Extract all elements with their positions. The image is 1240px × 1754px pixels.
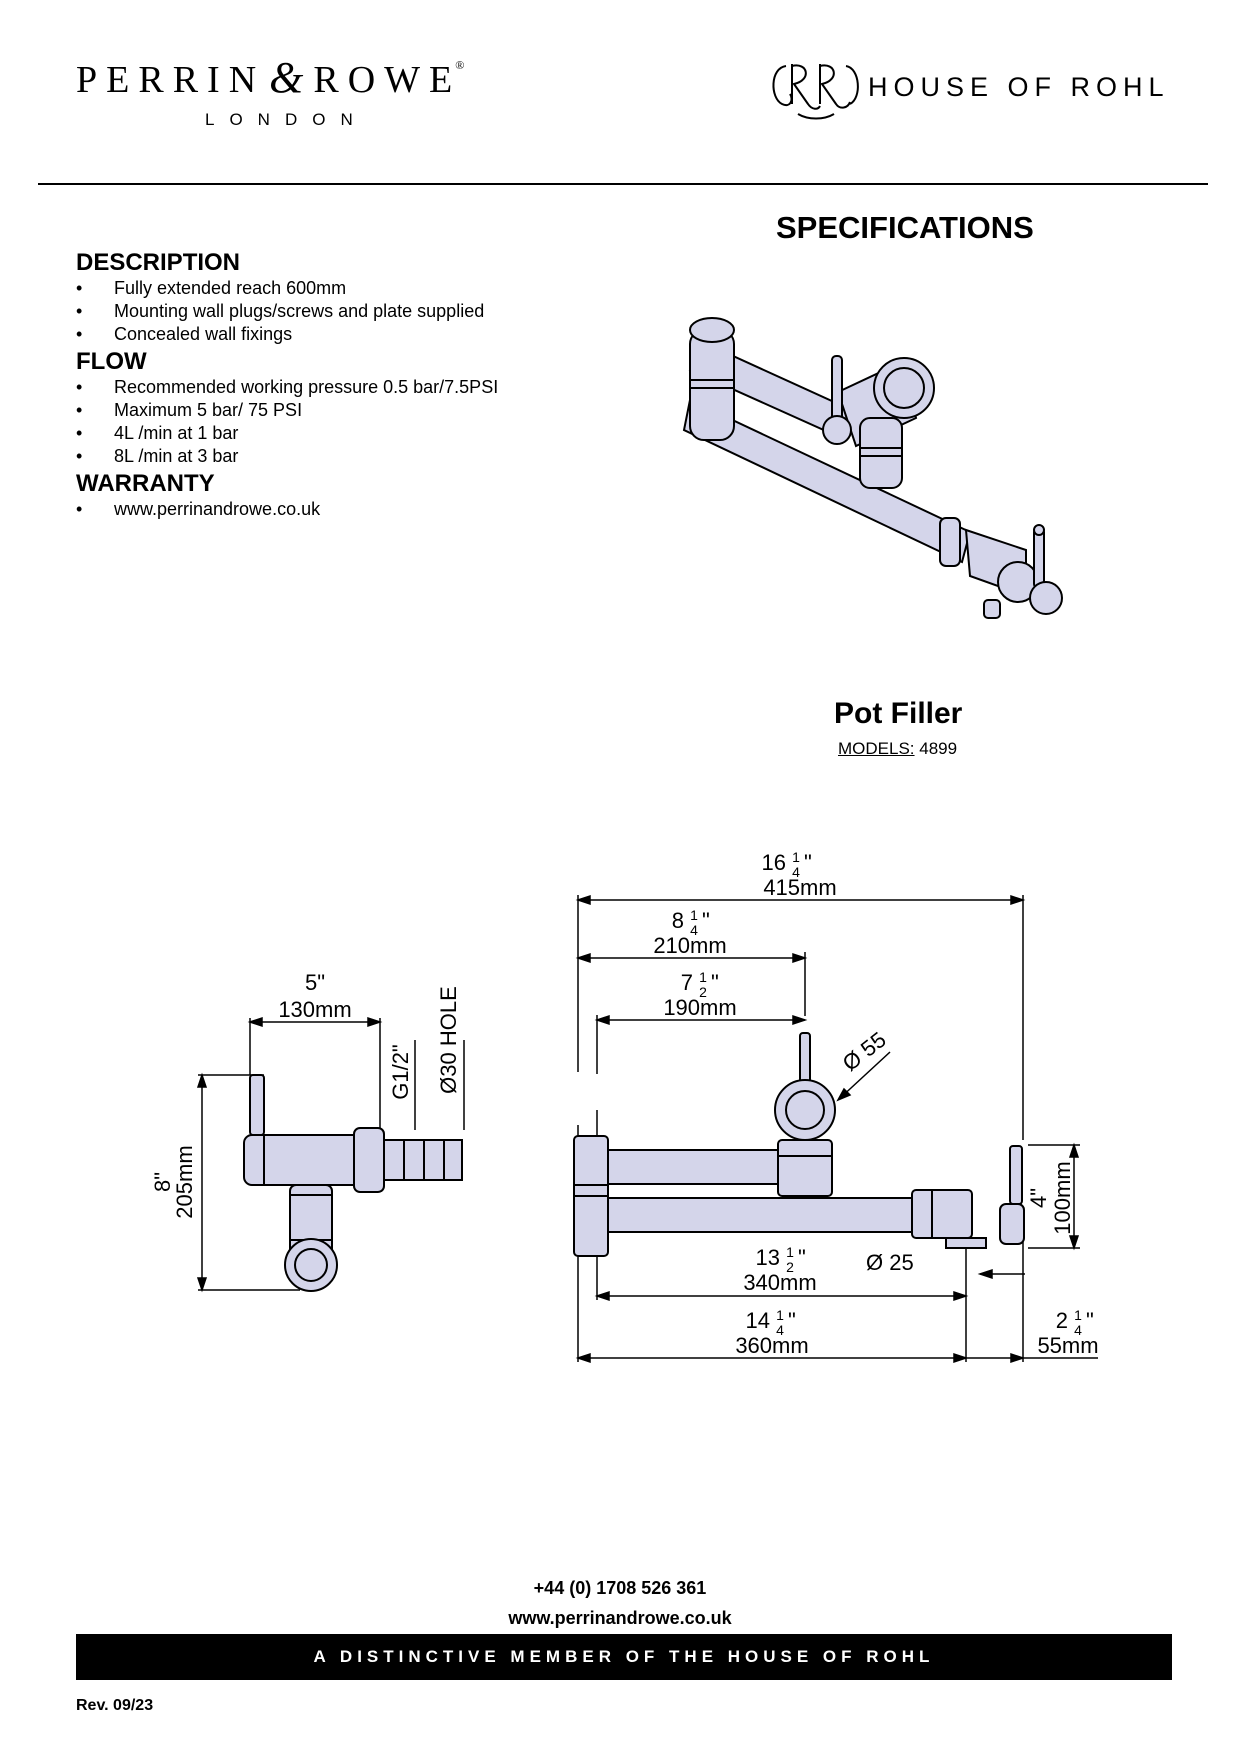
revision-label: Rev. 09/23 <box>76 1697 154 1714</box>
list-item: Maximum 5 bar/ 75 PSI <box>76 399 636 422</box>
overall-mm: 415mm <box>763 875 836 900</box>
list-item: Concealed wall fixings <box>76 323 636 346</box>
side-width-mm: 130mm <box>278 997 351 1022</box>
side-view-drawing: 5" 130mm 8" 205mm G1/2" Ø30 HOLE <box>150 970 465 1293</box>
side-width-inch: 5" <box>305 970 325 995</box>
valve-diameter: Ø 55 <box>838 1027 891 1076</box>
description-list: Fully extended reach 600mm Mounting wall… <box>76 277 636 346</box>
dim-a-num: 1 <box>690 907 698 923</box>
models-label: MODELS: <box>838 739 915 758</box>
brand-word-2: Rowe <box>313 59 462 101</box>
description-heading: DESCRIPTION <box>76 249 241 276</box>
dim-d-den: 4 <box>776 1322 784 1338</box>
overall-inch-mark: " <box>804 850 812 875</box>
spout-diameter: Ø 25 <box>866 1250 914 1275</box>
front-height-mm: 100mm <box>1050 1161 1075 1234</box>
list-item: Recommended working pressure 0.5 bar/7.5… <box>76 376 636 399</box>
dim-c-num: 1 <box>786 1244 794 1260</box>
pot-filler-illustration <box>682 317 1063 619</box>
dim-e-mm: 55mm <box>1037 1333 1098 1358</box>
dim-a-whole: 8 <box>672 908 684 933</box>
dim-a-den: 4 <box>690 922 698 938</box>
dim-c-mm: 340mm <box>743 1270 816 1295</box>
brand-ampersand: & <box>269 53 304 102</box>
dim-c-inch-mark: " <box>798 1245 806 1270</box>
dim-a-inch-mark: " <box>702 908 710 933</box>
page-title: SPECIFICATIONS <box>776 210 1034 245</box>
list-item: 4L /min at 1 bar <box>76 422 636 445</box>
dim-d-mm: 360mm <box>735 1333 808 1358</box>
overall-num: 1 <box>792 849 800 865</box>
side-height-inch: 8" <box>150 1172 175 1192</box>
dim-b-num: 1 <box>699 969 707 985</box>
dim-e-den: 4 <box>1074 1322 1082 1338</box>
dim-e-num: 1 <box>1074 1307 1082 1323</box>
warranty-heading: WARRANTY <box>76 470 215 497</box>
dim-b-whole: 7 <box>681 970 693 995</box>
brand-word-1: Perrin <box>76 59 266 101</box>
dim-b-mm: 190mm <box>663 995 736 1020</box>
list-item: 8L /min at 3 bar <box>76 445 636 468</box>
dim-b-inch-mark: " <box>711 970 719 995</box>
website-link[interactable]: www.perrinandrowe.co.uk <box>508 1608 732 1628</box>
phone-number: +44 (0) 1708 526 361 <box>533 1578 707 1598</box>
list-item: Fully extended reach 600mm <box>76 277 636 300</box>
dim-e-whole: 2 <box>1056 1308 1068 1333</box>
overall-whole: 16 <box>762 850 786 875</box>
dim-d-num: 1 <box>776 1307 784 1323</box>
dim-a-mm: 210mm <box>653 933 726 958</box>
side-height-mm: 205mm <box>172 1145 197 1218</box>
dim-c-whole: 13 <box>756 1245 780 1270</box>
hole-size: Ø30 HOLE <box>436 986 461 1094</box>
dim-b-den: 2 <box>699 984 707 1000</box>
perrin-rowe-logo: Perrin&Rowe® <box>76 52 470 103</box>
brand-subtitle: LONDON <box>205 110 368 129</box>
models-value: 4899 <box>919 739 958 758</box>
warranty-link[interactable]: www.perrinandrowe.co.uk <box>76 498 636 521</box>
dim-d-whole: 14 <box>746 1308 770 1333</box>
house-of-rohl-monogram-icon <box>772 64 859 120</box>
models-line: MODELS: 4899 <box>838 739 957 759</box>
thread-size: G1/2" <box>388 1044 413 1100</box>
dim-d-inch-mark: " <box>788 1308 796 1333</box>
flow-heading: FLOW <box>76 348 147 375</box>
dim-e-inch-mark: " <box>1086 1308 1094 1333</box>
house-of-rohl-wordmark: HOUSE OF ROHL <box>868 72 1170 102</box>
flow-list: Recommended working pressure 0.5 bar/7.5… <box>76 376 636 468</box>
dim-c-den: 2 <box>786 1259 794 1275</box>
list-item: Mounting wall plugs/screws and plate sup… <box>76 300 636 323</box>
front-view-drawing: 16 1 4 " 415mm 8 1 4 " 210mm 7 1 2 " 190… <box>573 849 1099 1364</box>
tagline-banner: A DISTINCTIVE MEMBER OF THE HOUSE OF ROH… <box>76 1634 1172 1680</box>
warranty-list: www.perrinandrowe.co.uk <box>76 498 636 521</box>
product-name: Pot Filler <box>834 697 963 730</box>
overall-den: 4 <box>792 864 800 880</box>
front-height-inch: 4" <box>1026 1188 1051 1208</box>
header-divider <box>38 183 1208 185</box>
specification-text: DESCRIPTION Fully extended reach 600mm M… <box>76 249 636 523</box>
registered-mark: ® <box>455 58 465 72</box>
